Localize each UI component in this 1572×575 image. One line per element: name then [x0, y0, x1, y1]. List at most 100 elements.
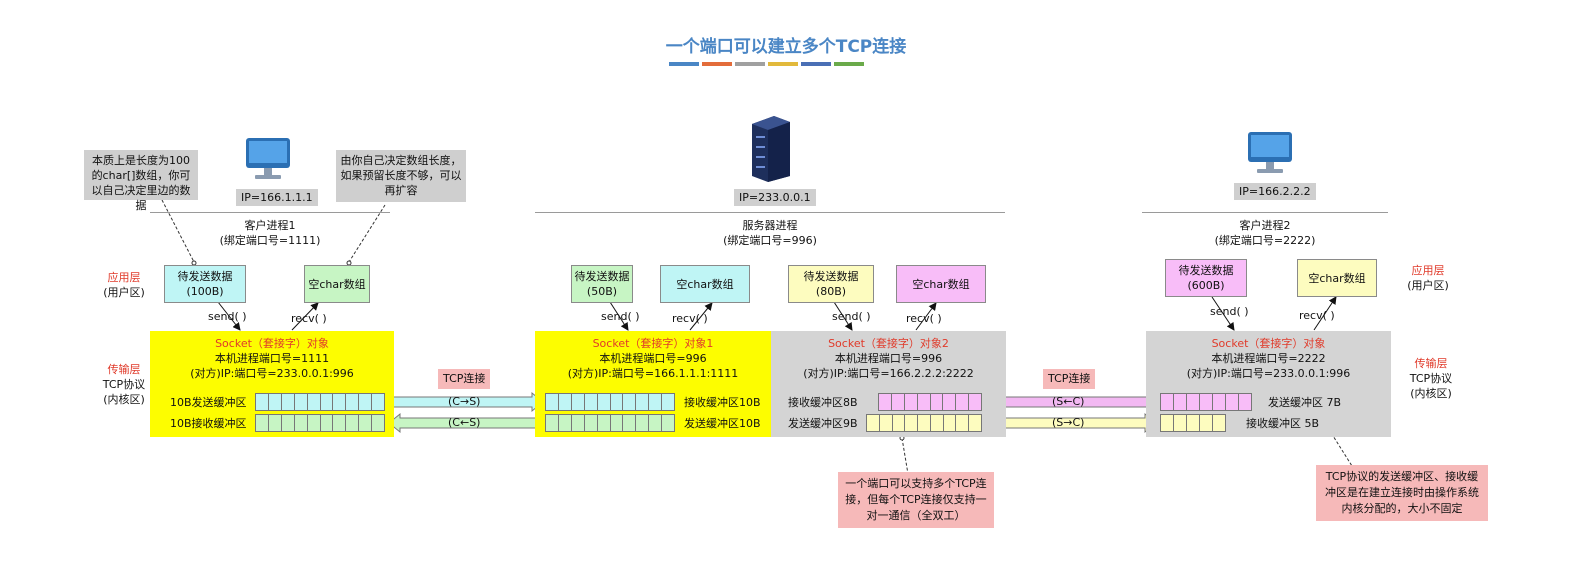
client1-recv-label: recv( ) [291, 312, 327, 325]
server-socket-2-title: Socket（套接字）对象2 [828, 337, 949, 350]
app-layer-title: 应用层 [107, 271, 141, 284]
note-char-array: 本质上是长度为100的char[]数组，你可以自己决定里边的数据 [84, 150, 198, 212]
server-recv-label-1: recv( ) [672, 312, 708, 325]
server-send-data-2-label: 待发送数据 (80B) [803, 270, 859, 298]
client1-send-data-label: 待发送数据 (100B) [177, 270, 233, 298]
client1-socket-local: 本机进程端口号=1111 [214, 352, 330, 365]
server-socket-1-recv-label: 接收缓冲区10B [684, 396, 761, 409]
trans-layer-sub1: TCP协议 [102, 378, 146, 391]
note-multi-tcp: 一个端口可以支持多个TCP连接，但每个TCP连接仅支持一对一通信（全双工） [838, 472, 994, 528]
trans-layer-title: 传输层 [107, 363, 141, 376]
server-process: 服务器进程 [742, 219, 798, 232]
client1-socket-remote: (对方)IP:端口号=233.0.0.1:996 [190, 367, 354, 380]
client2-socket-title: Socket（套接字）对象 [1211, 337, 1326, 350]
note-array-length: 由你自己决定数组长度，如果预留长度不够，可以再扩容 [336, 150, 466, 202]
server-recv-label-2: recv( ) [906, 312, 942, 325]
client1-port: (绑定端口号=1111) [219, 234, 321, 247]
client2-send-data: 待发送数据 (600B) [1165, 259, 1247, 297]
trans-layer-title-right: 传输层 [1414, 357, 1448, 370]
server-socket-1-remote: (对方)IP:端口号=166.1.1.1:1111 [567, 367, 739, 380]
arrow-s-to-c-label: (S→C) [1052, 416, 1085, 429]
server-socket-2-recv-buffer [878, 393, 982, 411]
server-empty-array-1-label: 空char数组 [676, 277, 734, 291]
client2-send-buffer-label: 发送缓冲区 7B [1268, 396, 1342, 409]
server-send-data-1: 待发送数据 (50B) [571, 265, 633, 303]
client2-send-buffer [1160, 393, 1252, 411]
tcp-connection-label-left: TCP连接 [438, 369, 491, 389]
app-layer-sub-right: (用户区) [1407, 279, 1449, 292]
client1-recv-buffer-label: 10B接收缓冲区 [170, 417, 247, 430]
server-empty-array-2-label: 空char数组 [912, 277, 970, 291]
arrow-s-from-c-label: (S←C) [1052, 395, 1085, 408]
server-socket-1-recv-buffer [545, 393, 675, 411]
tcp-connection-label-right: TCP连接 [1043, 369, 1096, 389]
app-layer-left: 应用层 (用户区) [96, 270, 152, 300]
server-icon [746, 114, 794, 182]
title-bar-6 [834, 62, 864, 66]
client1-send-buffer-label: 10B发送缓冲区 [170, 396, 247, 409]
title-bar-3 [735, 62, 765, 66]
client2-socket-local: 本机进程端口号=2222 [1211, 352, 1326, 365]
client1-divider [150, 212, 390, 213]
client1-send-buffer [255, 393, 385, 411]
server-send-data-1-label: 待发送数据 (50B) [574, 270, 630, 298]
client2-ip: IP=166.2.2.2 [1234, 183, 1316, 200]
client1-process: 客户进程1 [244, 219, 296, 232]
page-title: 一个端口可以建立多个TCP连接 [665, 37, 907, 57]
client2-empty-array-label: 空char数组 [1308, 271, 1366, 285]
client1-send-label: send( ) [208, 310, 247, 323]
client2-socket-remote: (对方)IP:端口号=233.0.0.1:996 [1186, 367, 1351, 380]
trans-layer-sub2-right: (内核区) [1410, 387, 1452, 400]
client2-port: (绑定端口号=2222) [1214, 234, 1316, 247]
server-empty-array-1: 空char数组 [660, 265, 750, 303]
client1-socket-title: Socket（套接字）对象 [215, 337, 329, 350]
server-ip: IP=233.0.0.1 [734, 189, 816, 206]
server-socket-2-recv-label: 接收缓冲区8B [788, 396, 858, 409]
trans-layer-sub1-right: TCP协议 [1409, 372, 1453, 385]
client1-ip: IP=166.1.1.1 [236, 189, 318, 206]
trans-layer-right: 传输层 TCP协议 (内核区) [1400, 356, 1462, 401]
client2-send-label: send( ) [1210, 305, 1249, 318]
server-socket-1-send-buffer [545, 414, 675, 432]
app-layer-sub: (用户区) [103, 286, 145, 299]
server-send-label-1: send( ) [601, 310, 640, 323]
client2-divider [1142, 212, 1388, 213]
arrow-c-to-s-label: (C→S) [448, 395, 481, 408]
arrow-c-from-s [388, 412, 544, 434]
server-port: (绑定端口号=996) [723, 234, 817, 247]
server-empty-array-2: 空char数组 [896, 265, 986, 303]
client2-recv-buffer [1160, 414, 1226, 432]
arrow-c-from-s-label: (C←S) [448, 416, 481, 429]
app-layer-title-right: 应用层 [1411, 264, 1445, 277]
server-socket-2-local: 本机进程端口号=996 [834, 352, 943, 365]
server-send-data-2: 待发送数据 (80B) [788, 265, 874, 303]
title-bar-4 [768, 62, 798, 66]
client1-empty-array-label: 空char数组 [308, 277, 366, 291]
title-bar-2 [702, 62, 732, 66]
server-socket-2-send-label: 发送缓冲区9B [788, 417, 858, 430]
client1-send-data: 待发送数据 (100B) [164, 265, 246, 303]
server-socket-2-remote: (对方)IP:端口号=166.2.2.2:2222 [803, 367, 974, 380]
title-bar-5 [801, 62, 831, 66]
client2-empty-array: 空char数组 [1297, 259, 1377, 297]
client1-recv-buffer [255, 414, 385, 432]
server-socket-1-title: Socket（套接字）对象1 [592, 337, 714, 350]
note-buffer-allocation: TCP协议的发送缓冲区、接收缓冲区是在建立连接时由操作系统内核分配的，大小不固定 [1316, 465, 1488, 521]
client1-computer-icon [242, 138, 294, 182]
server-socket-1-send-label: 发送缓冲区10B [684, 417, 761, 430]
client2-send-data-label: 待发送数据 (600B) [1178, 264, 1234, 292]
client2-socket: Socket（套接字）对象 本机进程端口号=2222 (对方)IP:端口号=23… [1146, 331, 1391, 437]
client2-process: 客户进程2 [1239, 219, 1291, 232]
server-socket-2-send-buffer [866, 414, 982, 432]
client1-empty-array: 空char数组 [304, 265, 370, 303]
client2-recv-buffer-label: 接收缓冲区 5B [1246, 417, 1320, 430]
title-bar-1 [669, 62, 699, 66]
trans-layer-sub2: (内核区) [103, 393, 145, 406]
server-divider [535, 212, 1005, 213]
trans-layer-left: 传输层 TCP协议 (内核区) [96, 362, 152, 407]
server-send-label-2: send( ) [832, 310, 871, 323]
client2-recv-label: recv( ) [1299, 309, 1335, 322]
app-layer-right: 应用层 (用户区) [1400, 263, 1456, 293]
client2-computer-icon [1244, 132, 1296, 176]
